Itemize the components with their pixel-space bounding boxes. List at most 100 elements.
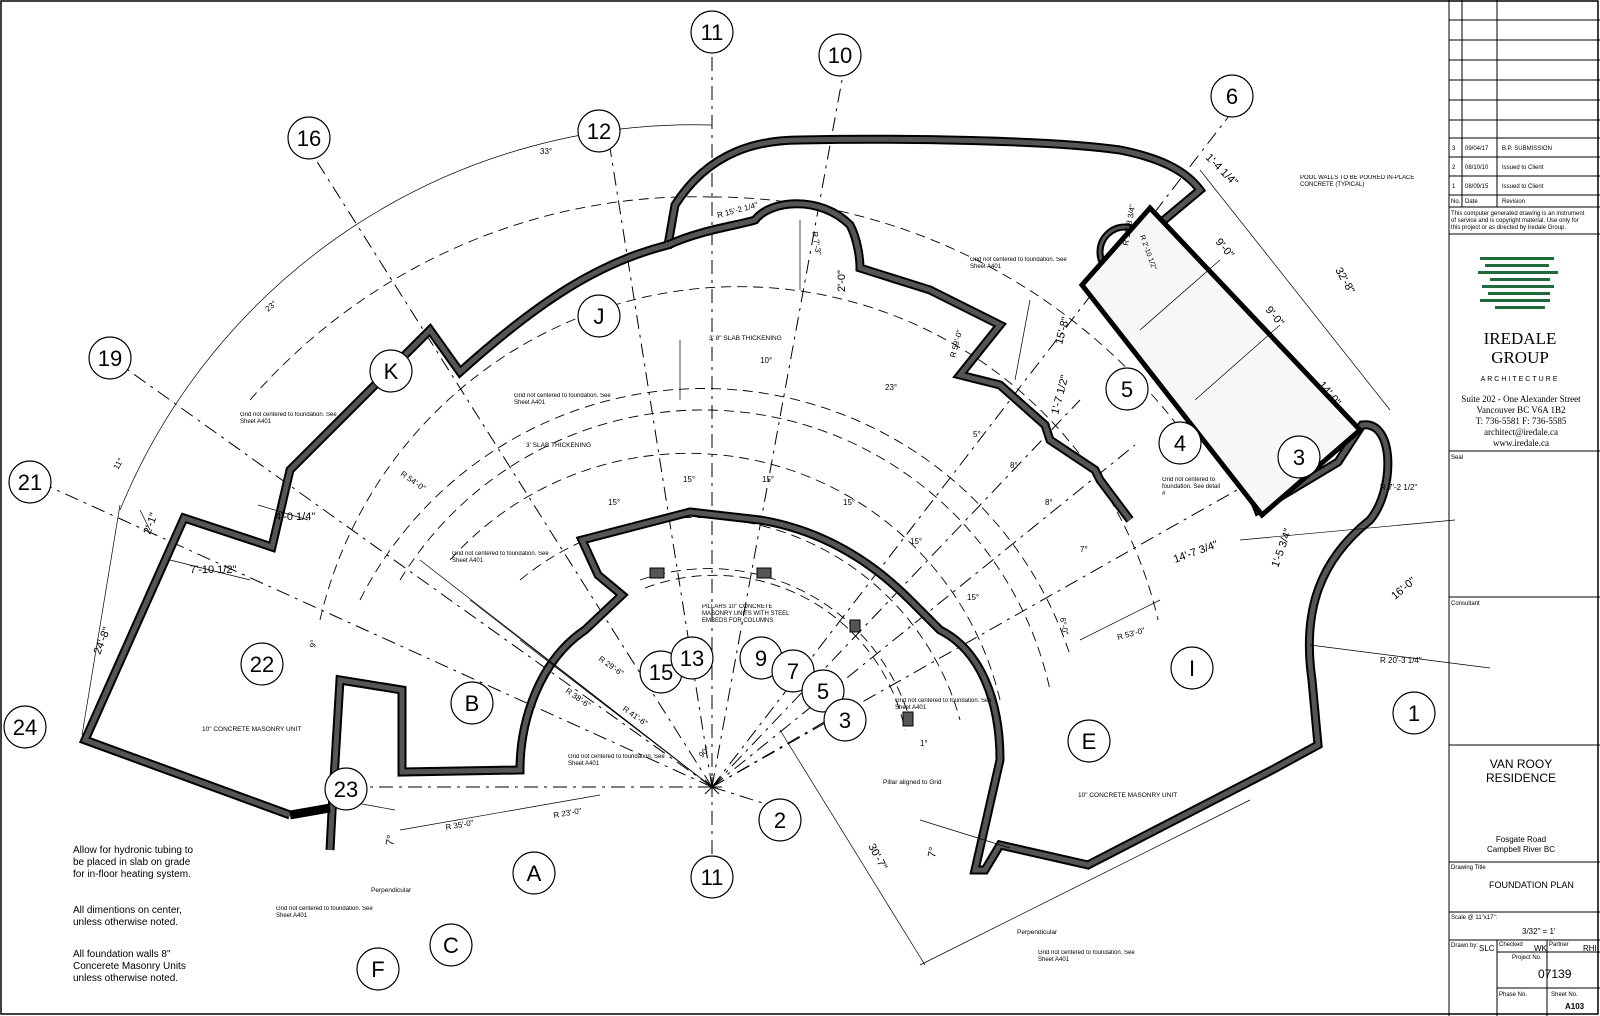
svg-text:2: 2 (1452, 165, 1456, 171)
svg-text:11: 11 (701, 865, 724, 890)
svg-text:8°: 8° (1045, 498, 1053, 507)
svg-text:5: 5 (817, 679, 829, 704)
svg-text:5: 5 (1121, 377, 1133, 402)
svg-text:7°: 7° (384, 834, 398, 846)
svg-text:1'-5 3/4": 1'-5 3/4" (1270, 527, 1295, 569)
svg-text:Concerete Masonry Units: Concerete Masonry Units (73, 961, 186, 972)
grid-bubble-7: 7 (771, 649, 815, 693)
grid-bubble-C: C (429, 923, 473, 967)
svg-text:Campbell River BC: Campbell River BC (1487, 845, 1555, 854)
svg-text:R 53'-0": R 53'-0" (1116, 626, 1146, 642)
dimension-labels: 33° 23° 11° 2'-1" 24'-8" 7'-10 1/2" 4'-0… (92, 147, 1422, 872)
svg-text:T: 736-5581 F: 736-5585: T: 736-5581 F: 736-5585 (1476, 416, 1567, 426)
svg-text:Perpendicular: Perpendicular (1017, 929, 1058, 936)
svg-text:R 29'-6": R 29'-6" (597, 654, 626, 678)
grid-bubble-I: I (1170, 646, 1214, 690)
svg-text:I: I (1189, 656, 1195, 681)
svg-text:Vancouver BC V6A 1B2: Vancouver BC V6A 1B2 (1476, 405, 1565, 415)
svg-text:10: 10 (828, 43, 852, 68)
svg-text:22: 22 (250, 652, 274, 677)
grid-bubble-13: 13 (670, 636, 714, 680)
grid-bubble-11-bottom: 11 (690, 855, 734, 899)
svg-text:3' SLAB THICKENING: 3' SLAB THICKENING (526, 442, 591, 449)
svg-text:Perpendicular: Perpendicular (371, 887, 412, 894)
svg-text:16'-0": 16'-0" (1389, 575, 1418, 602)
dimension-lines (81, 169, 1491, 966)
grid-bubble-11-top: 11 (690, 10, 734, 54)
grid-bubble-24: 24 (3, 705, 47, 749)
svg-text:Revision: Revision (1502, 199, 1525, 205)
svg-text:Checked: Checked (1499, 942, 1523, 948)
svg-text:10" CONCRETE MASONRY UNIT: 10" CONCRETE MASONRY UNIT (202, 726, 301, 733)
svg-text:9'-0": 9'-0" (1263, 304, 1286, 329)
svg-text:15'-8": 15'-8" (1053, 316, 1072, 346)
svg-text:Pillar aligned to Grid: Pillar aligned to Grid (883, 779, 942, 786)
svg-text:15°: 15° (910, 537, 922, 546)
svg-text:9'-0": 9'-0" (1213, 236, 1236, 261)
grid-bubble-1: 1 (1392, 691, 1436, 735)
svg-text:30'-7": 30'-7" (865, 842, 889, 872)
svg-text:3/32" = 1': 3/32" = 1' (1522, 927, 1556, 936)
grid-note-k: Grid not centered to foundation. See She… (514, 393, 611, 406)
grid-bubble-6: 6 (1210, 74, 1254, 118)
svg-text:6°-0": 6°-0" (1058, 617, 1070, 636)
svg-text:23°: 23° (885, 383, 897, 392)
grid-bubble-3-right: 3 (1277, 435, 1321, 479)
svg-text:Partner: Partner (1549, 942, 1569, 948)
svg-text:Fosgate Road: Fosgate Road (1496, 835, 1546, 844)
grid-note-10: Grid not centered to foundation. See She… (970, 257, 1067, 270)
svg-text:of service and is copyright ma: of service and is copyright material. Us… (1451, 218, 1579, 224)
svg-text:Sheet No.: Sheet No. (1551, 992, 1578, 998)
grid-bubble-23: 23 (324, 767, 368, 811)
svg-text:All dimentions on center,: All dimentions on center, (73, 905, 182, 916)
svg-text:R 59'-0": R 59'-0" (948, 329, 964, 359)
svg-text:9°: 9° (308, 639, 318, 648)
grid-note-f: Grid not centered to foundation. See She… (276, 906, 373, 919)
grid-bubble-3-center: 3 (823, 698, 867, 742)
pillar (902, 711, 914, 727)
svg-text:unless otherwise noted.: unless otherwise noted. (73, 973, 178, 984)
firm-name-2: GROUP (1491, 348, 1549, 367)
project-name-1: VAN ROOY (1490, 757, 1552, 771)
grid-bubble-12: 12 (577, 109, 621, 153)
project-name-2: RESIDENCE (1486, 771, 1556, 785)
svg-text:1'-4 1/4": 1'-4 1/4" (1203, 152, 1240, 189)
svg-text:3' 8" SLAB THICKENING: 3' 8" SLAB THICKENING (709, 335, 782, 342)
svg-text:24: 24 (13, 715, 37, 740)
grid-bubble-21: 21 (8, 460, 52, 504)
svg-text:R 54'-0": R 54'-0" (399, 469, 428, 493)
svg-text:15: 15 (649, 660, 673, 685)
grid-bubble-19: 19 (88, 336, 132, 380)
svg-text:Drawn by:: Drawn by: (1451, 943, 1478, 949)
svg-text:15°: 15° (608, 498, 620, 507)
grid-bubble-F: F (356, 947, 400, 991)
svg-text:11°: 11° (112, 457, 126, 471)
svg-text:3: 3 (1293, 445, 1305, 470)
svg-text:Drawing Title: Drawing Title (1451, 865, 1486, 871)
svg-text:9: 9 (755, 646, 767, 671)
pillar (849, 619, 861, 633)
grid-lines (49, 57, 1291, 860)
svg-text:15°: 15° (967, 593, 979, 602)
svg-text:Allow for hydronic tubing to: Allow for hydronic tubing to (73, 845, 194, 856)
grid-bubble-5-right: 5 (1105, 367, 1149, 411)
svg-text:4'-0 1/4": 4'-0 1/4" (275, 511, 315, 523)
svg-text:B: B (465, 691, 480, 716)
grid-bubble-22: 22 (240, 642, 284, 686)
svg-text:Project No.: Project No. (1512, 955, 1542, 961)
general-notes: Allow for hydronic tubing to be placed i… (73, 845, 194, 984)
svg-text:19: 19 (98, 346, 122, 371)
svg-text:This computer generated drawin: This computer generated drawing is an in… (1451, 211, 1585, 217)
grid-bubble-5-center: 5 (801, 669, 845, 713)
svg-text:7°: 7° (1080, 545, 1088, 554)
svg-text:12: 12 (587, 119, 611, 144)
svg-text:Issued to Client: Issued to Client (1502, 165, 1544, 171)
svg-text:3: 3 (839, 708, 851, 733)
title-block: 3 09/04/17 B.P. SUBMISSION 2 08/10/10 Is… (1448, 0, 1600, 1016)
svg-text:09/04/17: 09/04/17 (1465, 146, 1489, 152)
svg-text:33°: 33° (540, 147, 552, 156)
svg-text:Phase No.: Phase No. (1499, 992, 1527, 998)
svg-text:15°: 15° (843, 498, 855, 507)
